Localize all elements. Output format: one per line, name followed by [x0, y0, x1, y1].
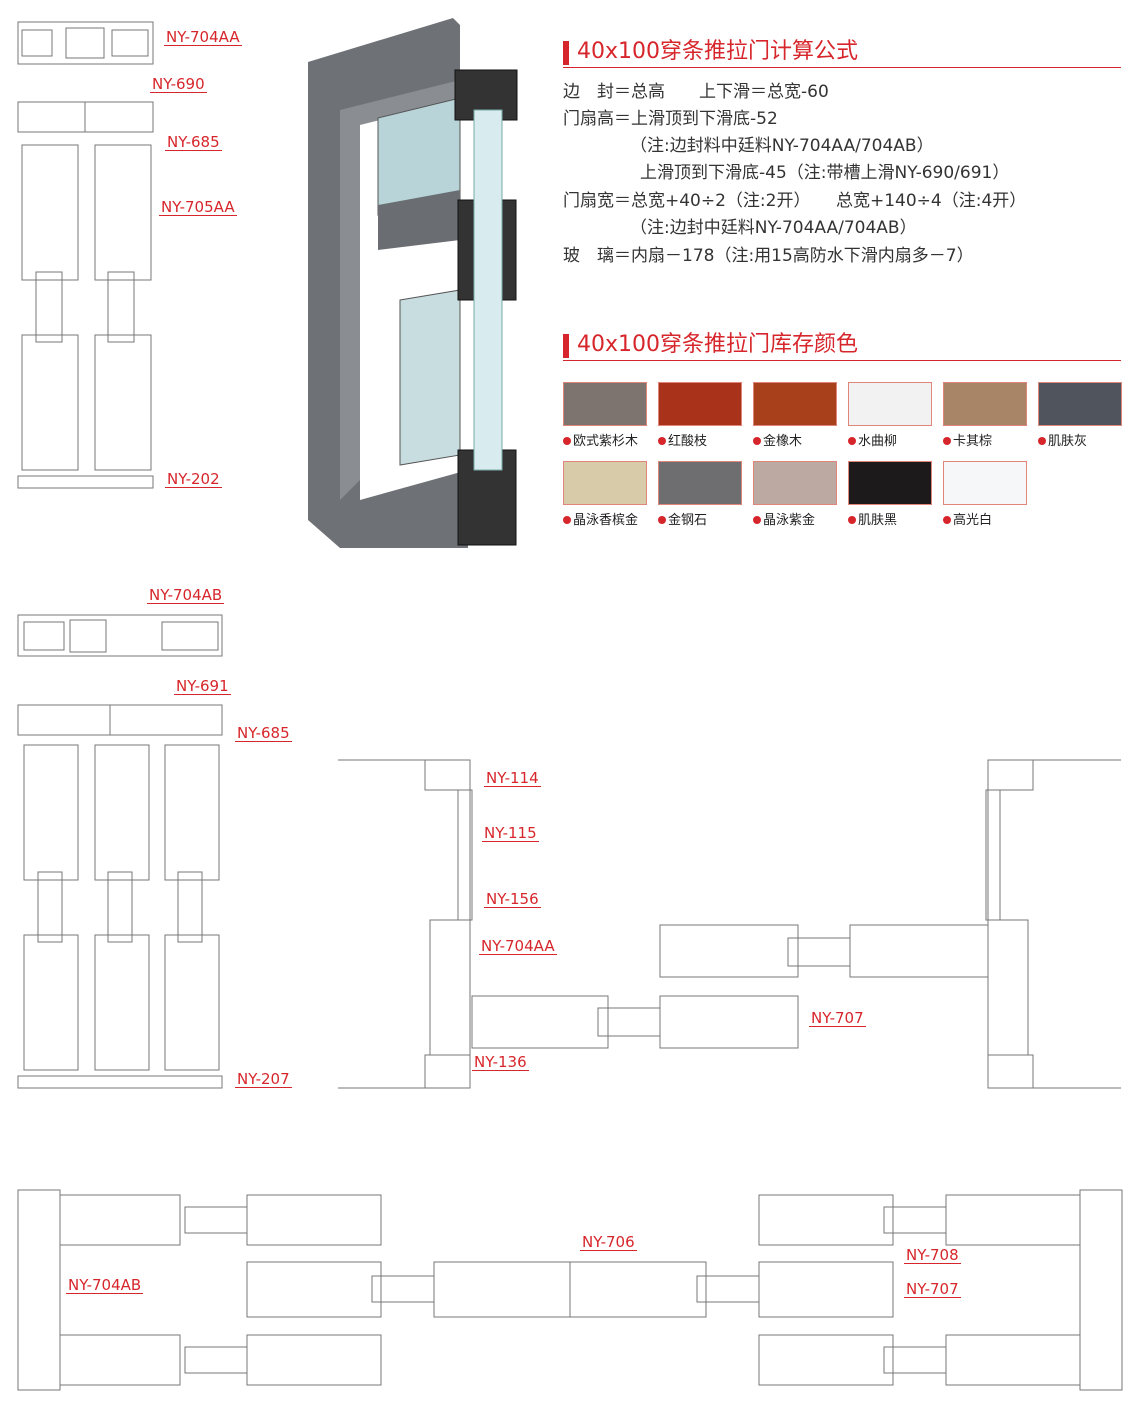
color-section-title: 40x100穿条推拉门库存颜色 [563, 332, 1121, 361]
label-ny-704ab: NY-704AB [66, 1276, 144, 1294]
color-swatch-label: 晶泳紫金 [753, 509, 815, 528]
label-ny-136: NY-136 [472, 1053, 529, 1071]
color-swatch-label: 晶泳香槟金 [563, 509, 638, 528]
formula-line: 门扇高＝上滑顶到下滑底-52 [563, 109, 778, 129]
color-swatch [848, 382, 932, 426]
color-swatch-label: 水曲柳 [848, 430, 897, 449]
color-swatch [1038, 382, 1122, 426]
label-ny-115: NY-115 [482, 824, 539, 842]
color-swatch-label: 金橡木 [753, 430, 802, 449]
label-ny-705aa: NY-705AA [159, 198, 237, 216]
label-ny-207: NY-207 [235, 1070, 292, 1088]
formula-section-title: 40x100穿条推拉门计算公式 [563, 39, 1121, 68]
assembly-section-drawing-middle [338, 759, 1121, 1089]
title-accent-bar [563, 334, 569, 358]
label-ny-707: NY-707 [809, 1009, 866, 1027]
label-ny-706: NY-706 [580, 1233, 637, 1251]
formula-line: 上滑顶到下滑底-45（注:带槽上滑NY-690/691） [640, 163, 1010, 183]
label-ny-690: NY-690 [150, 75, 207, 93]
sash-section-drawing-3panel [17, 704, 223, 1089]
formula-line: （注:边封中廷料NY-704AA/704AB） [630, 218, 917, 238]
color-swatch [753, 461, 837, 505]
sash-section-drawing-2panel [17, 101, 154, 489]
door-render-image [308, 18, 518, 548]
formula-line: 门扇宽＝总宽+40÷2（注:2开） 总宽+140÷4（注:4开） [563, 191, 1027, 211]
label-ny-202: NY-202 [165, 470, 222, 488]
label-ny-704aa: NY-704AA [479, 937, 557, 955]
color-swatch [658, 461, 742, 505]
formula-line: 玻 璃＝内扇－178（注:用15高防水下滑内扇多－7） [563, 246, 974, 266]
color-swatch-label: 肌肤黑 [848, 509, 897, 528]
label-ny-708: NY-708 [904, 1246, 961, 1264]
assembly-section-drawing-bottom [17, 1189, 1123, 1391]
label-ny-704aa: NY-704AA [164, 28, 242, 46]
label-ny-685: NY-685 [235, 724, 292, 742]
color-swatch-label: 红酸枝 [658, 430, 707, 449]
color-swatch-label: 金钢石 [658, 509, 707, 528]
formula-line: 边 封＝总高 上下滑＝总宽-60 [563, 82, 829, 102]
color-swatch [563, 461, 647, 505]
color-swatch [753, 382, 837, 426]
color-swatch [943, 461, 1027, 505]
color-swatch [658, 382, 742, 426]
profile-ny-704ab-drawing [17, 614, 223, 657]
color-swatch-label: 卡其棕 [943, 430, 992, 449]
color-swatch [563, 382, 647, 426]
color-swatch [848, 461, 932, 505]
profile-ny-704aa-drawing [17, 21, 154, 65]
color-swatch-label: 欧式紫杉木 [563, 430, 638, 449]
color-swatch-label: 高光白 [943, 509, 992, 528]
label-ny-114: NY-114 [484, 769, 541, 787]
label-ny-707: NY-707 [904, 1280, 961, 1298]
title-accent-bar [563, 41, 569, 65]
formula-title-text: 40x100穿条推拉门计算公式 [577, 39, 859, 64]
label-ny-156: NY-156 [484, 890, 541, 908]
formula-line: （注:边封料中廷料NY-704AA/704AB） [630, 136, 934, 156]
label-ny-691: NY-691 [174, 677, 231, 695]
label-ny-704ab: NY-704AB [147, 586, 225, 604]
color-swatch [943, 382, 1027, 426]
color-swatch-label: 肌肤灰 [1038, 430, 1087, 449]
label-ny-685: NY-685 [165, 133, 222, 151]
color-title-text: 40x100穿条推拉门库存颜色 [577, 332, 859, 357]
